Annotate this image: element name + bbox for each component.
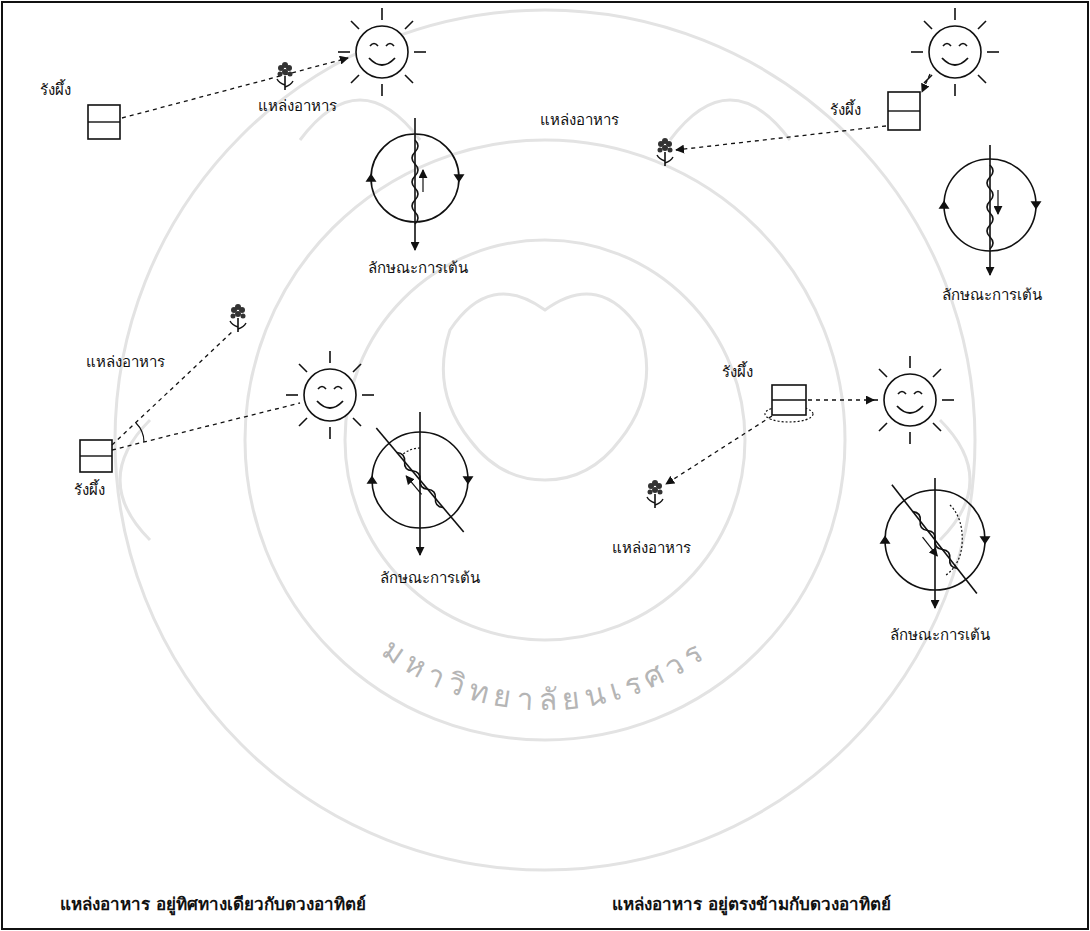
- part-label: ลักษณะการเต้น: [942, 285, 1042, 306]
- part-label: รังผึ้ง: [74, 480, 105, 501]
- flight-path: [922, 74, 930, 92]
- watermark-text: มหาวิทยาลัยนเรศวร: [376, 631, 714, 717]
- dance-figure: [368, 412, 472, 555]
- part-label: รังผึ้ง: [40, 80, 71, 101]
- part-label: ลักษณะการเต้น: [368, 258, 468, 279]
- dance-figure: [940, 145, 1040, 275]
- hive-box: [88, 105, 120, 139]
- flight-path: [808, 399, 874, 400]
- part-label: แหล่งอาหาร: [612, 538, 691, 559]
- hive-box: [888, 92, 920, 130]
- part-label: ลักษณะการเต้น: [380, 568, 480, 589]
- hive-divider: [772, 399, 806, 400]
- sun: [911, 8, 999, 96]
- sun: [866, 356, 954, 444]
- part-label: แหล่งอาหาร: [258, 96, 337, 117]
- flower: [277, 62, 293, 90]
- flight-path: [676, 126, 886, 150]
- watermark-path: [275, 440, 815, 710]
- watermark-seal: [115, 10, 975, 870]
- flight-path: [112, 332, 232, 445]
- hive-divider: [80, 455, 112, 456]
- hive-box: [772, 385, 806, 415]
- sun: [338, 8, 426, 96]
- flight-path: [122, 58, 348, 118]
- part-label: แหล่งอาหาร: [540, 110, 619, 131]
- sun-line: [112, 403, 300, 450]
- flower: [230, 304, 246, 332]
- hive-divider: [888, 110, 920, 111]
- dance-figure: [881, 478, 989, 608]
- caption-text: แหล่งอาหาร อยู่ทิศทางเดียวกับดวงอาทิตย์: [60, 893, 366, 917]
- flight-path: [666, 416, 772, 484]
- flower: [647, 480, 663, 508]
- part-label: รังผึ้ง: [830, 100, 861, 121]
- dance-figure: [367, 118, 463, 250]
- flower: [657, 138, 673, 166]
- part-label: แหล่งอาหาร: [86, 352, 165, 373]
- part-label: ลักษณะการเต้น: [890, 625, 990, 646]
- caption-text: แหล่งอาหาร อยู่ตรงข้ามกับดวงอาทิตย์: [612, 893, 891, 917]
- hive-box: [80, 440, 112, 472]
- hive-divider: [88, 121, 120, 122]
- sun: [286, 351, 374, 439]
- part-label: รังผึ้ง: [722, 362, 753, 383]
- angle-arc: [136, 423, 144, 442]
